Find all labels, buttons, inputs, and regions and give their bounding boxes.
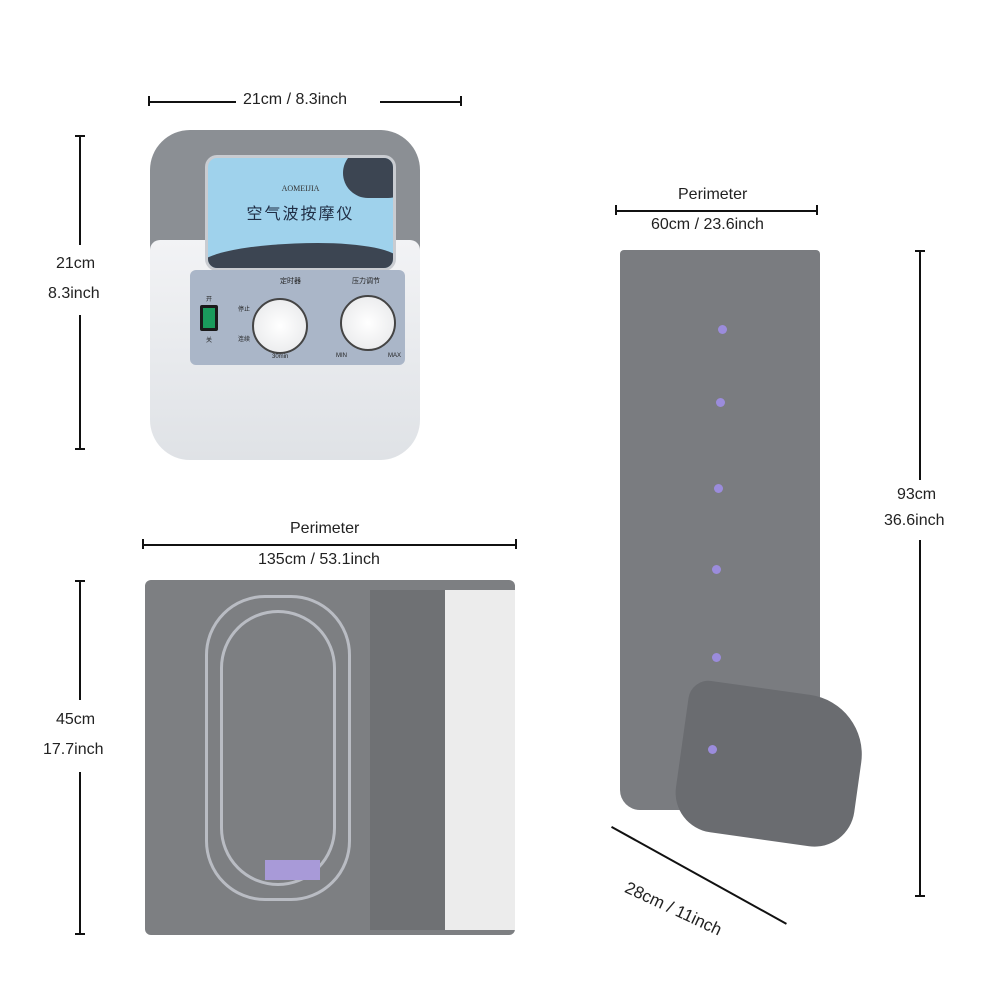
leg-height-tick-top [915,250,925,252]
wrap-height-line-top [79,580,81,700]
pressure-min-label: MIN [336,353,347,359]
leg-perimeter-line [615,210,818,212]
wrap-perimeter-line [142,544,517,546]
leg-perimeter-tick-left [615,205,617,215]
device-height-inch: 8.3inch [48,285,100,302]
device-width-tick-right [460,96,462,106]
display-decoration-bottom [208,243,393,268]
leg-height-line-bottom [919,540,921,896]
wrap-perimeter-title: Perimeter [290,520,360,537]
leg-perimeter-value: 60cm / 23.6inch [651,216,764,233]
pressure-knob[interactable] [340,295,396,351]
wrap-height-tick-bottom [75,933,85,935]
device-height-line-top [79,135,81,245]
timer-knob[interactable] [252,298,308,354]
leg-compression-boot [620,250,870,870]
timer-continuous-label: 连续 [238,337,251,343]
wrap-height-tick-top [75,580,85,582]
timer-stop-label: 停止 [238,307,251,313]
pressure-label: 压力调节 [352,278,380,285]
wrap-height-cm: 45cm [56,711,96,728]
massager-device: AOMEIJIA 空气波按摩仪 开 关 定时器 停止 连续 30min 压力调节… [150,130,420,460]
wrap-height-line-bottom [79,772,81,935]
device-height-tick-top [75,135,85,137]
tube-connector [265,860,320,880]
air-valve [714,484,723,493]
leg-foot [670,678,870,852]
wrap-velcro-strip [445,590,515,930]
display-decoration [343,158,393,198]
device-height-line-bottom [79,315,81,450]
device-width-tick-left [148,96,150,106]
timer-label: 定时器 [280,278,301,285]
device-width-label: 21cm / 8.3inch [243,91,348,108]
air-valve [712,565,721,574]
leg-perimeter-title: Perimeter [678,186,748,203]
device-height-tick-bottom [75,448,85,450]
control-panel: 开 关 定时器 停止 连续 30min 压力调节 MIN MAX [190,270,405,365]
pressure-max-label: MAX [388,353,402,359]
device-width-line-left [148,101,236,103]
leg-height-line-top [919,250,921,480]
wrap-flap [370,590,450,930]
timer-mark-30: 30min [272,354,289,360]
air-valve [718,325,727,334]
leg-perimeter-tick-right [816,205,818,215]
air-tube-bundle-inner [220,610,336,886]
air-valve [716,398,725,407]
wrap-perimeter-value: 135cm / 53.1inch [258,551,380,568]
device-display-panel: AOMEIJIA 空气波按摩仪 [205,155,396,271]
leg-height-tick-bottom [915,895,925,897]
air-valve [712,653,721,662]
wrap-perimeter-tick-right [515,539,517,549]
device-height-cm: 21cm [56,255,96,272]
waist-wrap-cuff [145,580,515,935]
air-tube-bundle [205,595,351,901]
air-valve [708,745,717,754]
switch-on-label: 开 [206,297,213,303]
wrap-height-inch: 17.7inch [43,741,104,758]
power-switch[interactable] [200,305,218,331]
switch-off-label: 关 [206,338,213,344]
wrap-perimeter-tick-left [142,539,144,549]
device-width-line-right [380,101,462,103]
foot-length-label: 28cm / 11inch [621,878,725,940]
leg-height-inch: 36.6inch [884,512,945,529]
leg-height-cm: 93cm [897,486,937,503]
brand-name: AOMEIJIA [281,184,320,193]
device-title-cn: 空气波按摩仪 [246,204,355,223]
